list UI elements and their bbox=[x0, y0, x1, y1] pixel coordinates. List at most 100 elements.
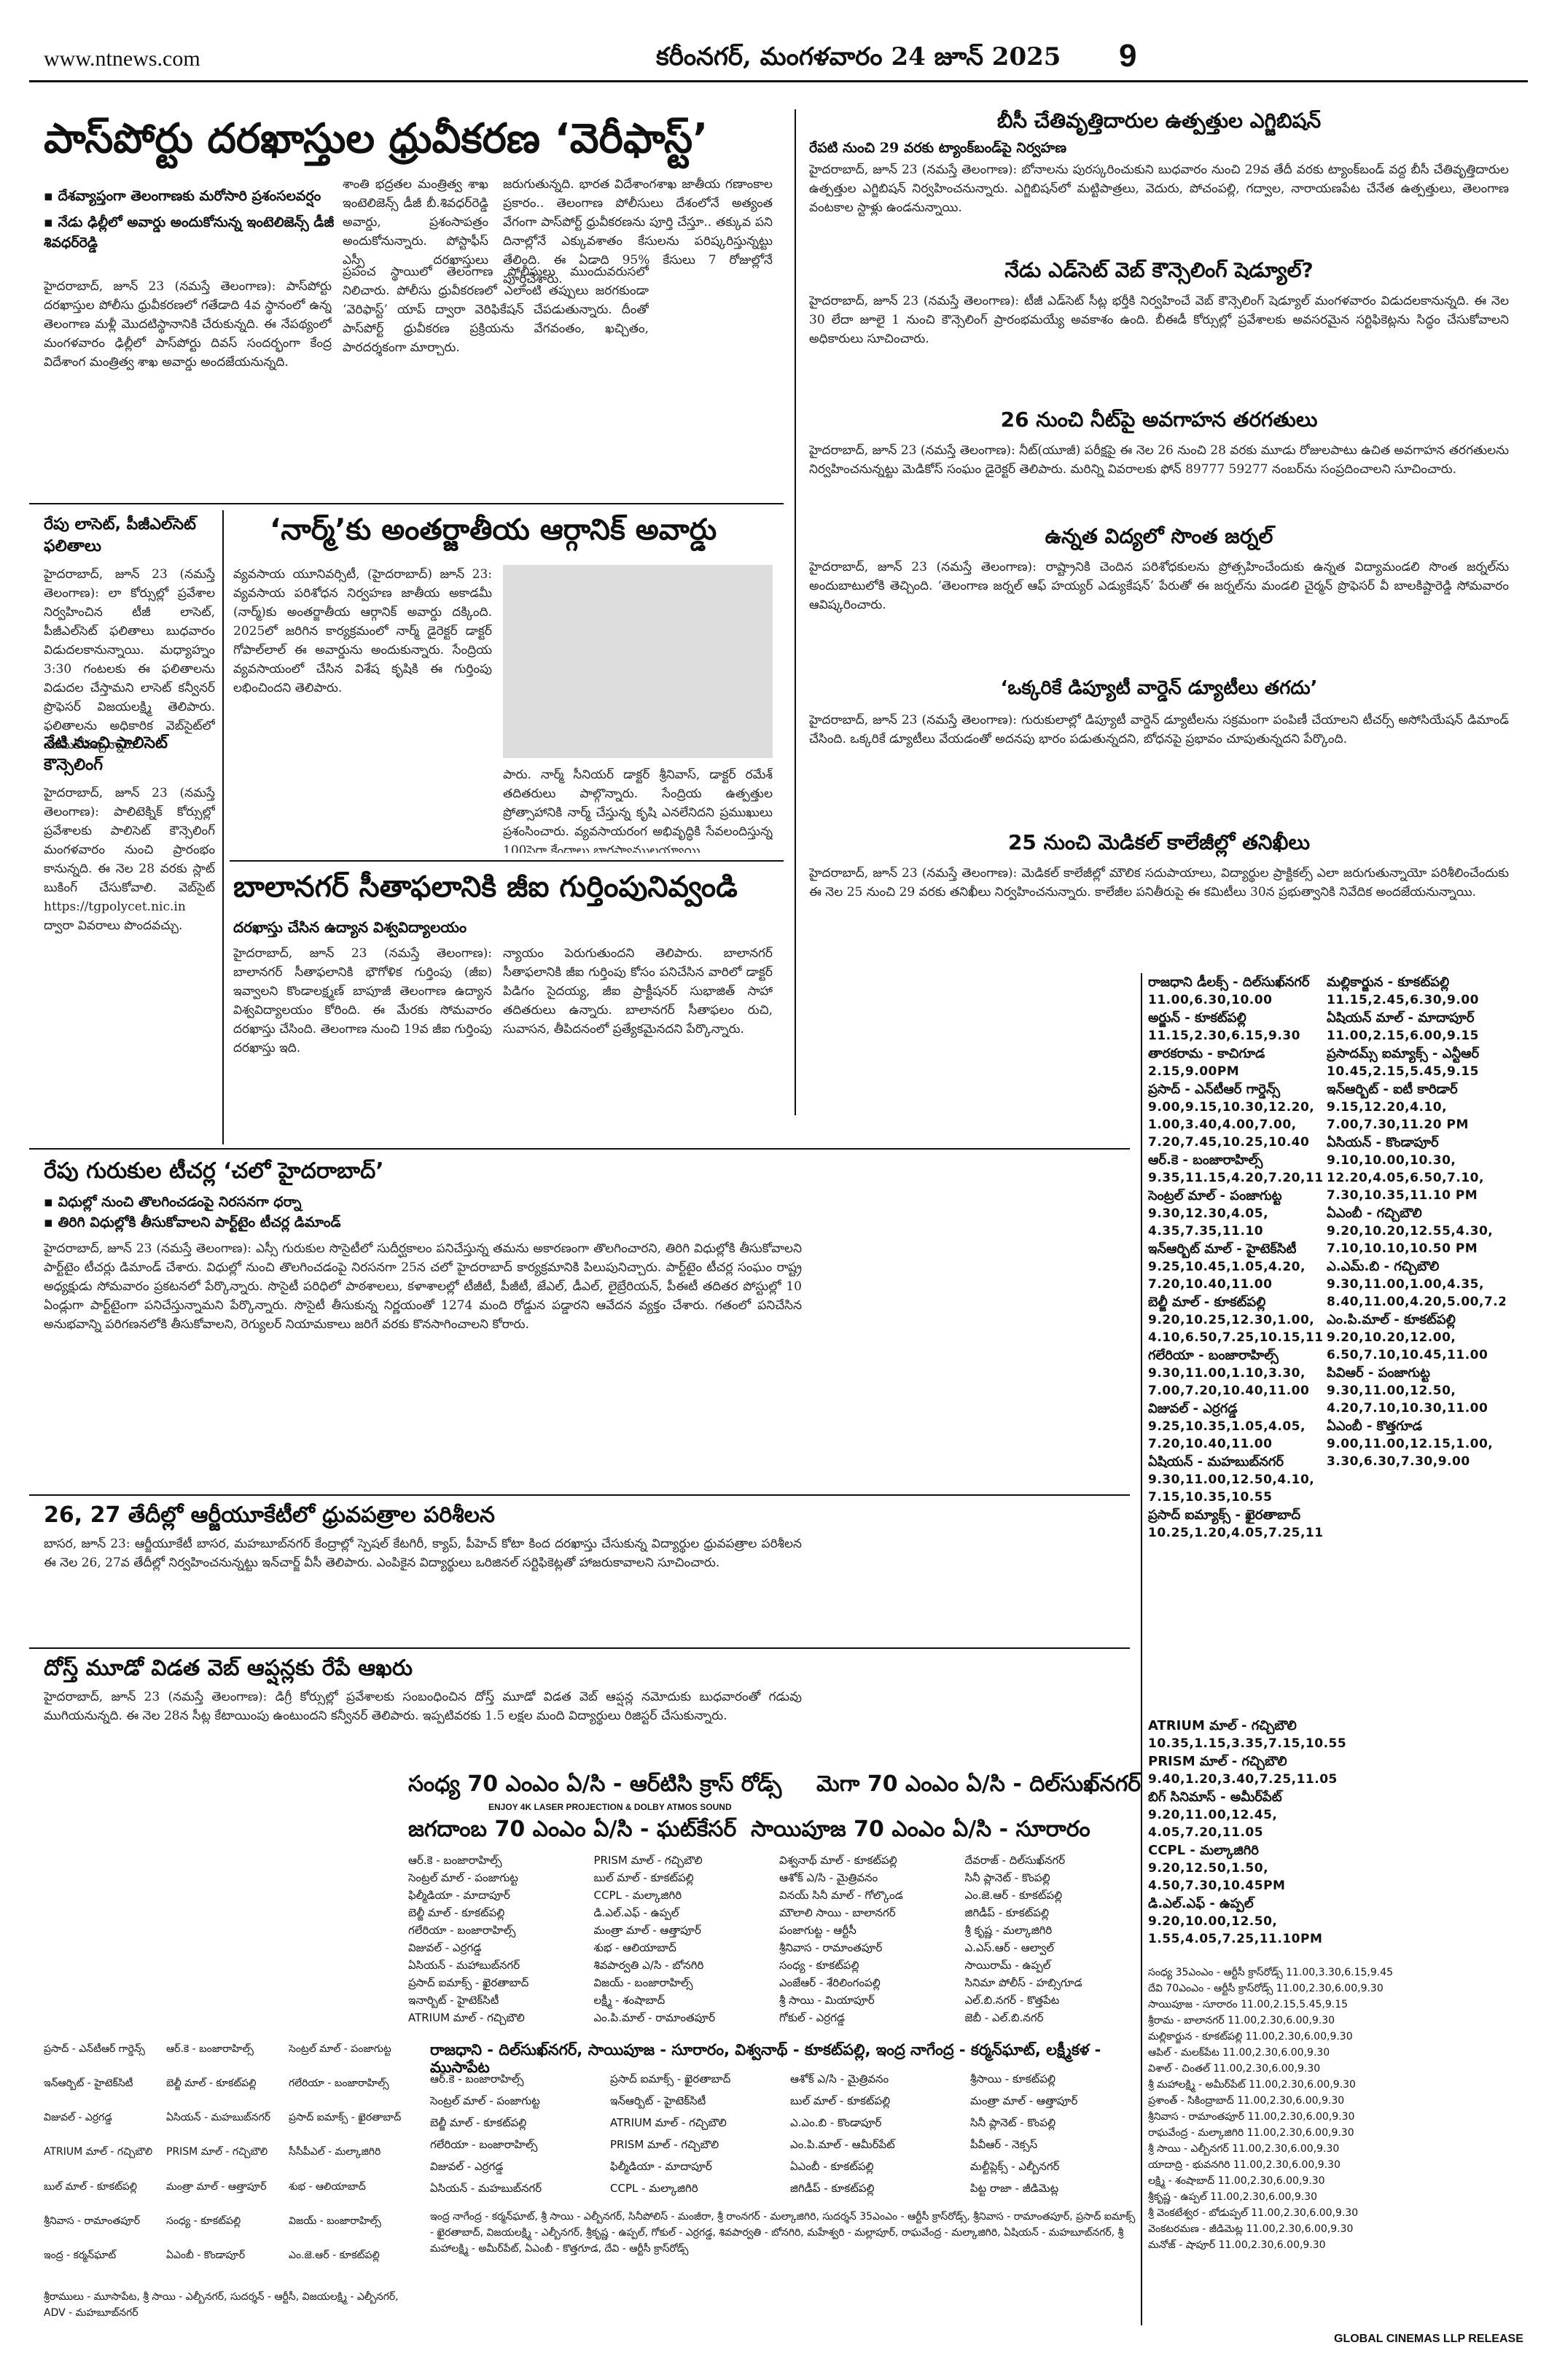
theatre-showtime-line: శ్రీకృష్ణ - ఉప్పల్ 11.00,2.30,6.00,9.30 bbox=[1148, 2191, 1318, 2203]
theatre-entry: సినీ ప్లానెట్ - కొంపల్లి bbox=[964, 1871, 1050, 1884]
theatre-showtime-line: యాదాద్రి - భువనగిరి 11.00,2.30,6.00,9.30 bbox=[1148, 2159, 1341, 2171]
listing-col-2: మల్లికార్జున - కూకట్‌పల్లి11.15,2.45,6.3… bbox=[1327, 973, 1505, 1709]
ad-tagline: ENJOY 4K LASER PROJECTION & DOLBY ATMOS … bbox=[488, 1802, 732, 1812]
theatre-showtime-line: మనోజ్ - షాపూర్ 11.00,2.30,6.00,9.30 bbox=[1148, 2239, 1326, 2251]
theatre-showtime-line: విశాల్ - చింతల్ 11.00,2.30,6.00,9.30 bbox=[1148, 2063, 1321, 2075]
theatre-entry: శివపార్వతి ఎ/సి - బోనగిరి bbox=[593, 1959, 704, 1972]
theatre-name: డి.ఎల్.ఎఫ్ - ఉప్పల్ bbox=[1148, 1896, 1254, 1911]
main-bullet-2: నేడు ఢిల్లీలో అవార్డు అందుకోనున్న ఇంటెలి… bbox=[44, 212, 335, 253]
showtimes: 7.15,10.35,10.55 bbox=[1148, 1490, 1273, 1505]
side1-title: రేపు లాసెట్, పీజీఎల్‌సెట్ ఫలితాలు bbox=[44, 515, 197, 555]
award-headline: ‘నార్మ్’కు అంతర్జాతీయ ఆర్గానిక్ అవార్డు bbox=[270, 513, 717, 547]
gurukul-bullet-1: విధుల్లో నుంచి తొలగించడంపై నిరసనగా ధర్నా bbox=[44, 1192, 802, 1212]
rgukt-title: 26, 27 తేదీల్లో ఆర్జీయూకేటీలో ధ్రువపత్రా… bbox=[44, 1502, 495, 1528]
theatre-entry: సంధ్య - కూకట్‌పల్లి bbox=[779, 1959, 859, 1972]
theatre-entry: శుభ - ఆలియాబాద్ bbox=[593, 1941, 676, 1954]
vrule-3 bbox=[1141, 973, 1142, 1961]
r3-body: హైదరాబాద్, జూన్ 23 (నమస్తే తెలంగాణ): నీట… bbox=[809, 443, 1509, 477]
award-body-1: వ్యవసాయ యూనివర్సిటీ, (హైదరాబాద్) జూన్ 23… bbox=[233, 567, 492, 695]
theatre-entry: విజువల్ - ఎర్రగడ్డ bbox=[430, 2160, 504, 2173]
theatre-entry: ఆశోక్ ఎ/సి - మైత్రివనం bbox=[790, 2072, 889, 2086]
theatre-entry: సంధ్య - కూకట్‌పల్లి bbox=[166, 2215, 241, 2227]
theatre-entry: ప్రసాద్ ఐమాక్స్ - ఖైరతాబాద్ bbox=[289, 2112, 401, 2124]
theatre-entry: ఆర్.కె - బంజారాహిల్స్ bbox=[408, 1854, 502, 1867]
theatre-entry: గలేరియా - బంజారాహిల్స్ bbox=[289, 2077, 389, 2090]
gurukul-bullet-2: తిరిగి విధుల్లోకి తీసుకోవాలని పార్ట్‌టైం… bbox=[44, 1212, 802, 1233]
theatre-entry: సీసీపీఎల్ - మల్కాజిగిరి bbox=[289, 2146, 381, 2158]
ad-line-2b: సాయిపూజ 70 ఎంఎం ఏ/సి - సూరారం bbox=[751, 1817, 1090, 1842]
theatre-entry: శ్రీనివాస - రామాంతపూర్ bbox=[44, 2215, 140, 2227]
movie-ad: సంధ్య 70 ఎంఎం ఏ/సి - ఆర్‌టిసి క్రాస్ రోడ… bbox=[408, 1771, 1141, 1983]
main-body-3: శాంతి భద్రతల మంత్రిత్వ శాఖ ఇంటెలిజెన్స్ … bbox=[343, 177, 488, 268]
showtimes: 4.10,6.50,7.25,10.15,11.05 bbox=[1148, 1330, 1323, 1345]
theatre-entry: శుభ - ఆలియాబాద్ bbox=[289, 2180, 366, 2193]
theatre-name: గలేరియా - బంజారాహిల్స్ bbox=[1148, 1348, 1279, 1363]
showtimes: 9.15,12.20,4.10, bbox=[1327, 1100, 1448, 1115]
showtimes: 9.20,11.00,12.45, bbox=[1148, 1808, 1278, 1822]
ad-line-2a: జగదాంబ 70 ఎంఎం ఏ/సి - ఘట్‌కేసర్ bbox=[408, 1817, 737, 1842]
showtimes: 1.55,4.05,7.25,11.10PM bbox=[1148, 1932, 1323, 1946]
theatre-entry: ప్రసాద్ ఐమాక్స్ - ఖైరతాబాద్ bbox=[408, 1976, 529, 1989]
showtimes: 4.05,7.20,11.05 bbox=[1148, 1825, 1264, 1840]
theatre-entry: బుల్ మాల్ - కూకట్‌పల్లి bbox=[44, 2180, 137, 2193]
showtimes: 9.10,10.00,10.30, bbox=[1327, 1153, 1456, 1168]
showtimes: 9.20,10.25,12.30,1.00, bbox=[1148, 1313, 1315, 1327]
bottom-grid: ఆర్.కె - బంజారాహిల్స్ప్రసాద్ ఐమాక్స్ - ఖ… bbox=[430, 2070, 1137, 2201]
theatre-name: ఏఎంబీ - గచ్చిబౌలి bbox=[1327, 1206, 1422, 1221]
main-headline: పాస్‌పోర్టు దరఖాస్తుల ధ్రువీకరణ ‘వెరీఫాస… bbox=[44, 115, 709, 163]
theatre-entry: పీవీఆర్ - నెక్సస్ bbox=[970, 2138, 1038, 2151]
theatre-entry: PRISM మాల్ - గచ్చిబౌలి bbox=[593, 1854, 703, 1867]
theatre-name: బెల్జీ మాల్ - కూకట్‌పల్లి bbox=[1148, 1295, 1266, 1310]
showtimes: 4.35,7.35,11.10 bbox=[1148, 1224, 1264, 1238]
main-body-4: జరుగుతున్నది. భారత విదేశాంగశాఖ జాతీయ గణా… bbox=[503, 177, 773, 286]
rgukt-body: బాసర, జూన్ 23: ఆర్జీయూకేటీ బాసర, మహబూబ్‌… bbox=[44, 1537, 802, 1570]
issue-date: కరీంనగర్, మంగళవారం 24 జూన్ 2025 bbox=[656, 42, 1061, 71]
balanagar-body-2: న్యాయం పెరుగుతుందని తెలిపారు. బాలానగర్ స… bbox=[503, 946, 773, 1037]
release-credit: GLOBAL CINEMAS LLP RELEASE bbox=[1334, 2333, 1523, 2345]
r2-body: హైదరాబాద్, జూన్ 23 (నమస్తే తెలంగాణ): టీజ… bbox=[809, 294, 1509, 346]
theatre-entry: విజయ్ - బంజారాహిల్స్ bbox=[289, 2215, 381, 2227]
gurukul-body: హైదరాబాద్, జూన్ 23 (నమస్తే తెలంగాణ): ఎస్… bbox=[44, 1241, 802, 1332]
theatre-entry: సెంట్రల్ మాల్ - పంజాగుట్ట bbox=[408, 1871, 518, 1884]
theatre-entry: CCPL - మల్కాజిగిరి bbox=[610, 2182, 698, 2195]
theatre-entry: బుల్ మాల్ - కూకట్‌పల్లి bbox=[790, 2094, 891, 2107]
gurukul-bullets: విధుల్లో నుంచి తొలగించడంపై నిరసనగా ధర్నా… bbox=[44, 1192, 802, 1233]
showtimes: 9.25,10.45,1.05,4.20, bbox=[1148, 1260, 1306, 1274]
showtimes: 9.20,12.50,1.50, bbox=[1148, 1861, 1269, 1876]
theatre-name: అర్జున్ - కూకట్‌పల్లి bbox=[1148, 1010, 1246, 1026]
theatre-showtime-line: లక్ష్మి - శంషాబాద్ 11.00,2.30,6.00,9.30 bbox=[1148, 2175, 1325, 2187]
theatre-entry: డి.ఎల్.ఎఫ్ - ఉప్పల్ bbox=[593, 1906, 679, 1919]
r1-title: బీసీ చేతివృత్తిదారుల ఉత్పత్తుల ఎగ్జిబిషన… bbox=[996, 109, 1322, 133]
showtimes: 1.00,3.40,4.00,7.00, bbox=[1148, 1117, 1297, 1132]
theatre-entry: ఎల్.బి.నగర్ - కొత్తపేట bbox=[964, 1994, 1060, 2007]
rule-3 bbox=[29, 1148, 1130, 1150]
showtimes: 4.50,7.30,10.45PM bbox=[1148, 1878, 1286, 1893]
gurukul-title: రేపు గురుకుల టీచర్ల ‘చలో హైదరాబాద్’ bbox=[44, 1158, 384, 1184]
theatre-name: మల్లికార్జున - కూకట్‌పల్లి bbox=[1327, 975, 1450, 990]
showtimes: 10.25,1.20,4.05,7.25,11.05 bbox=[1148, 1526, 1323, 1540]
right-bottom-listing: సంధ్య 35ఎంఎం - ఆర్టీసీ క్రాస్‌రోడ్స్ 11.… bbox=[1148, 1965, 1505, 2329]
showtimes: 9.30,11.00,12.50, bbox=[1327, 1384, 1456, 1398]
theatre-entry: ఎం.పి.మాల్ - రామాంతపూర్ bbox=[593, 2011, 716, 2024]
theatre-entry: సాయిరామ్ - ఉప్పల్ bbox=[964, 1959, 1051, 1972]
theatre-name: ఎ.ఎమ్.బి - గచ్చిబౌలి bbox=[1327, 1259, 1440, 1274]
theatre-entry: ATRIUM మాల్ - గచ్చిబౌలి bbox=[610, 2116, 727, 2129]
theatre-entry: ఫిల్మీడియా - మాదాపూర్ bbox=[610, 2160, 712, 2173]
rule-2 bbox=[230, 860, 784, 862]
theatre-entry: గోకుల్ - ఎర్రగడ్డ bbox=[779, 2011, 846, 2024]
theatre-name: ప్రసాద్ ఐమ్యాక్స్ - ఖైరతాబాద్ bbox=[1148, 1507, 1301, 1523]
main-bullet-1: దేశవ్యాప్తంగా తెలంగాణకు మరోసారి ప్రశంసలవ… bbox=[44, 186, 335, 206]
showtimes: 9.30,11.00,1.00,4.35, bbox=[1327, 1277, 1484, 1292]
theatre-entry: ఏసియన్ - మహబుబ్‌నగర్ bbox=[430, 2182, 542, 2195]
r2-title: నేడు ఎడ్‌సెట్ వెబ్ కౌన్సెలింగ్ షెడ్యూల్? bbox=[1004, 258, 1314, 282]
theatre-entry: ఏసియన్ - మహబుబ్‌నగర్ bbox=[166, 2112, 270, 2124]
theatre-name: ATRIUM మాల్ - గచ్చిబౌలి bbox=[1148, 1718, 1297, 1733]
showtimes: 7.20,10.40,11.00 bbox=[1148, 1437, 1273, 1451]
theatre-entry: ఎంజేఆర్ - శేరిలింగంపల్లి bbox=[779, 1976, 881, 1989]
main-body-1: హైదరాబాద్, జూన్ 23 (నమస్తే తెలంగాణ): పాస… bbox=[44, 279, 332, 370]
theatre-name: ఏఎంబీ - కొత్తగూడ bbox=[1327, 1419, 1422, 1434]
theatre-name: బిగ్ సినిమాస్ - అమీర్‌పేట్ bbox=[1148, 1790, 1282, 1805]
theatre-entry: సినిమా పోలీస్ - హబ్సిగూడ bbox=[964, 1976, 1082, 1989]
balanagar-body-1: హైదరాబాద్, జూన్ 23 (నమస్తే తెలంగాణ): బాల… bbox=[233, 946, 492, 1056]
side1-body: హైదరాబాద్, జూన్ 23 (నమస్తే తెలంగాణ): లా … bbox=[44, 567, 215, 752]
